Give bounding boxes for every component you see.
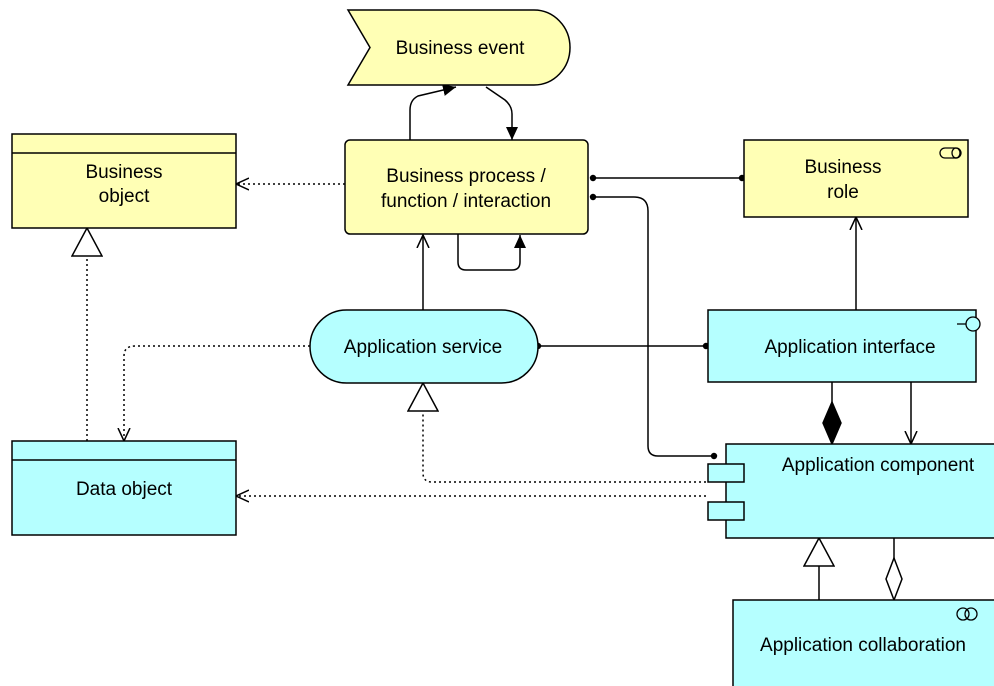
data-object-label: Data object <box>76 479 173 500</box>
application-collaboration[interactable]: Application collaboration <box>732 599 994 686</box>
application-service-box <box>309 309 539 384</box>
trigger-process-self[interactable] <box>457 234 526 271</box>
connections <box>87 84 911 603</box>
assignment-process-to-component[interactable] <box>589 193 718 460</box>
business-role-label-line1: Business <box>804 157 881 178</box>
business-event-label: Business event <box>396 38 526 59</box>
aggregation-diamond-icon <box>885 555 903 603</box>
business-process-box <box>344 139 589 235</box>
business-process-label-line1: Business process / <box>386 166 546 187</box>
composition-diamond-icon <box>822 400 842 446</box>
collaboration-icon <box>956 607 978 621</box>
application-interface[interactable]: Application interface <box>707 309 981 383</box>
business-object-label-line1: Business <box>85 162 162 183</box>
application-component-box <box>725 443 994 539</box>
application-service-label: Application service <box>344 337 502 358</box>
application-component[interactable]: Application component <box>707 443 994 539</box>
interface-icon <box>957 316 981 332</box>
data-object-box <box>11 440 237 536</box>
business-process[interactable]: Business process / function / interactio… <box>344 139 589 235</box>
application-component-label: Application component <box>782 455 975 476</box>
access-service-to-data-object[interactable] <box>124 345 310 441</box>
business-event-shape <box>346 9 571 86</box>
business-event[interactable]: Business event <box>346 9 571 86</box>
trigger-process-to-event[interactable] <box>409 84 457 140</box>
business-process-label-line2: function / interaction <box>381 191 551 212</box>
application-interface-box <box>707 309 977 383</box>
application-collaboration-box <box>732 599 994 686</box>
application-service[interactable]: Application service <box>309 309 539 384</box>
business-role-box <box>743 139 969 218</box>
realization-component-to-service[interactable] <box>423 383 706 483</box>
application-collaboration-label: Application collaboration <box>760 635 966 656</box>
business-role-label-line2: role <box>827 182 859 203</box>
business-object[interactable]: Business object <box>11 133 237 229</box>
trigger-event-to-process[interactable] <box>485 86 518 140</box>
role-icon <box>939 147 962 159</box>
data-object[interactable]: Data object <box>11 440 237 536</box>
business-object-label-line2: object <box>99 186 150 207</box>
business-object-box <box>11 133 237 229</box>
application-interface-label: Application interface <box>764 337 935 358</box>
business-role[interactable]: Business role <box>743 139 969 218</box>
component-icon <box>707 463 745 521</box>
